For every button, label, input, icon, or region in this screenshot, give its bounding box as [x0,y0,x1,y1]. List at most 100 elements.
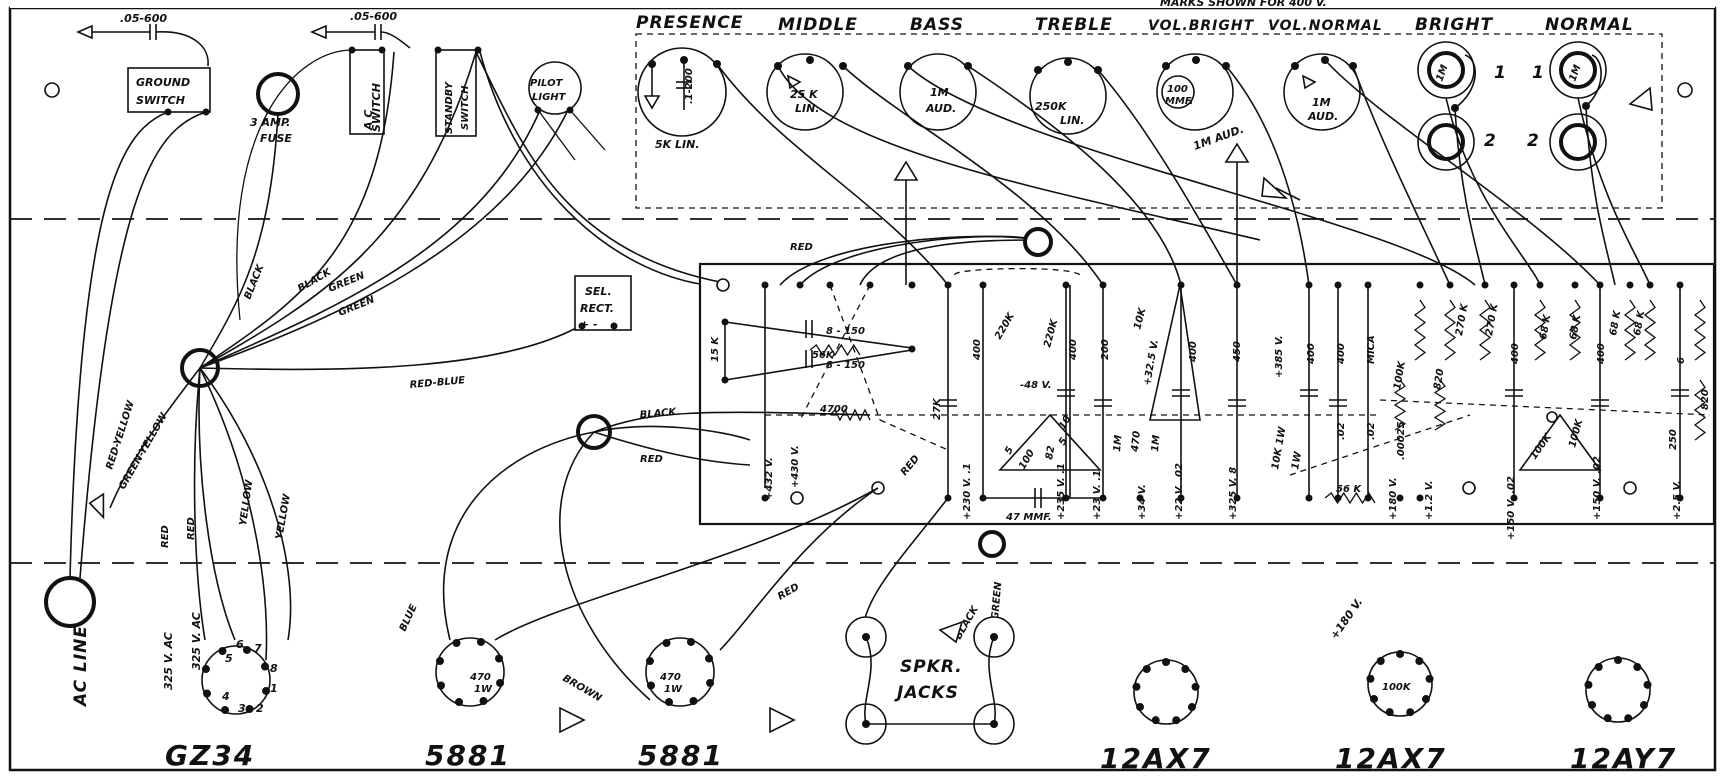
tube-pin [262,686,271,695]
tube-pin [646,681,655,690]
tube1-470: 470 [469,672,491,683]
res-5a: 5 [1003,445,1016,457]
svg-text:3 AMP.: 3 AMP. [250,116,290,129]
res-470: 470 [1130,430,1143,453]
res-820-b: 820 [1700,389,1711,410]
tube-sockets [201,637,1652,725]
res-15k: 15 K [710,336,721,362]
resistor [1478,299,1492,361]
tube-label-12ay7: 12AY7 [1570,742,1677,775]
wire-black-o1: BLACK [639,407,678,421]
res-68k-c: 68 K [1608,309,1623,337]
ground-switch: GROUND SWITCH [127,67,211,116]
v-22: +22 V. .02 [1174,463,1185,520]
v-23: +23 V. .1 [1092,470,1103,520]
board-hole-1 [716,278,730,292]
tube-pin [1136,702,1145,711]
tube-pin [1142,665,1151,674]
cap-400-e: 400 [1336,343,1347,365]
cap1-label: .05-600 [120,12,167,25]
bright-jack1: 1 [1494,63,1507,83]
eyelet [1571,281,1579,289]
tube-pin [1588,700,1597,709]
resistor [1433,379,1447,431]
svg-text:LIGHT: LIGHT [532,92,567,103]
cap-400-a: 400 [972,339,983,361]
board-components [721,267,1711,508]
tube-100k: 100K [1382,682,1412,693]
resistor [1643,299,1657,361]
cap-200: 200 [1100,339,1111,360]
cap-400-d: 400 [1306,343,1317,365]
tube-pin [1614,656,1623,664]
tube-pin [435,657,444,666]
svg-text:SPKR.: SPKR. [900,657,963,677]
label-bass: BASS [910,15,964,35]
tube-pin [1639,701,1648,710]
res-68k-b: 68 K [1568,313,1583,341]
res-68k-a: 68 K [1538,313,1553,341]
vol-normal-value2: AUD. [1307,110,1338,123]
cap-47mmf: 47 MMF. [1005,512,1052,523]
tube-socket [435,637,505,707]
wire-green-2: GREEN [337,294,377,319]
cap-400-f: 400 [1510,343,1521,365]
vol-bright-pot: 100 MMF. 1M AUD. [1156,53,1246,153]
eyelet [1136,494,1144,502]
svg-text:SEL.: SEL. [585,285,612,298]
ac-line-grommet [44,576,96,628]
v-2p5: +2.5 V. [1672,480,1683,520]
cap-02-a: .02 [1336,422,1347,440]
v-432: +432 V. [764,457,775,500]
res-56k-a: 56K [812,350,835,361]
tube1-1w: 1W [474,684,493,695]
cap1 [75,24,209,67]
standby-switch: STANDBY SWITCH [434,46,482,137]
tube-pin [496,678,505,687]
wire-red-o: RED [640,454,663,465]
svg-text:A C: A C [362,110,375,131]
resistor [1693,379,1707,441]
tube-pin [202,689,211,698]
tube-pin [1643,680,1652,689]
tube-pin [689,697,698,706]
tube-pin [1406,708,1415,717]
eyelet [908,281,916,289]
tube-pin [1415,657,1424,666]
tube-pin [479,697,488,706]
label-vol-bright: VOL.BRIGHT [1148,18,1255,34]
cap-400-c: 400 [1188,341,1199,363]
treble-value2: LIN. [1060,114,1085,127]
cap-8-150-a: 8 - 150 [826,326,865,337]
tube-pin [686,637,695,646]
svg-text:SWITCH: SWITCH [460,85,471,130]
resistor [1623,299,1637,361]
tube-pin [1187,703,1196,712]
tube-pin [452,638,461,647]
v-235: +235 V. .1 [1056,463,1067,520]
tube-pin [1132,682,1141,691]
wire-red-1: RED [160,525,171,548]
bright-res: 1M [1434,63,1450,83]
v-34: +34 V. [1137,484,1148,520]
wire-red-blue: RED-BLUE [409,375,465,391]
treble-value1: 250K [1035,100,1068,113]
v-430: +430 V. [790,445,801,488]
v-32p5: +32.5 V. [1142,339,1161,387]
tube-pin [1162,658,1171,666]
cap-mica: MICA [1366,335,1377,364]
ac-switch-label2: SWITCH [370,83,383,132]
tube-label-5881-b: 5881 [638,739,724,772]
tube-label-5881-a: 5881 [425,739,511,772]
middle-value2: LIN. [795,102,820,115]
cap2 [309,24,411,49]
cap-250: 250 [1668,429,1679,450]
spkr-wire-green: GREEN [990,581,1004,620]
res-100k-b: 100K [1528,431,1554,462]
ground-tri-2 [769,706,796,734]
resistor [809,343,861,357]
label-presence: PRESENCE [636,13,743,33]
res-27k: 27K [932,397,943,420]
normal-jacks: 1M 1 2 [1527,41,1653,171]
res-10k: 10K [1132,306,1149,331]
